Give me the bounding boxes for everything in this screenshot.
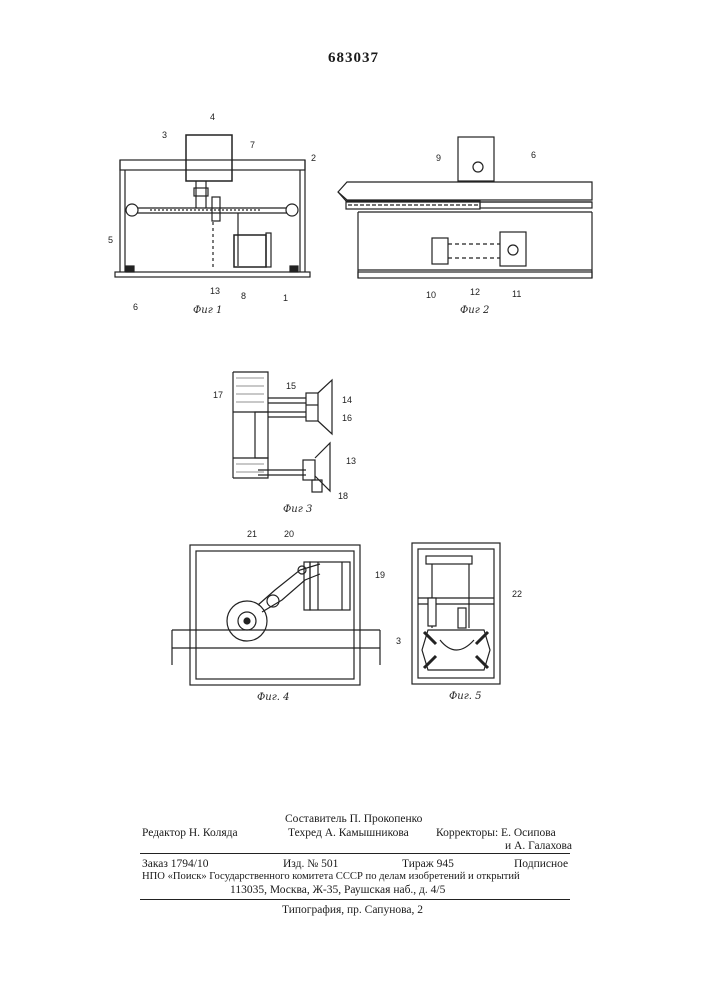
fig1-label-7: 7	[250, 140, 255, 150]
fig1-label-8: 8	[241, 291, 246, 301]
order-number: Заказ 1794/10	[142, 857, 209, 871]
imprint-rule-top	[140, 853, 570, 854]
fig3-label-14: 14	[342, 395, 352, 405]
figure-4: 21 20 19 Фиг. 4	[172, 529, 385, 703]
fig4-caption: Фиг. 4	[257, 692, 290, 703]
figure-5: 22 3 Фиг. 5	[396, 543, 522, 702]
subscription: Подписное	[514, 857, 568, 871]
techred: Техред А. Камышникова	[288, 826, 409, 840]
fig4-label-20: 20	[284, 529, 294, 539]
publisher-address: 113035, Москва, Ж-35, Раушская наб., д. …	[230, 883, 445, 897]
fig3-caption: Фиг 3	[283, 504, 312, 515]
fig1-label-5: 5	[108, 235, 113, 245]
editor: Редактор Н. Коляда	[142, 826, 238, 840]
fig3-label-17: 17	[213, 390, 223, 400]
fig4-label-19: 19	[375, 570, 385, 580]
fig5-label-22: 22	[512, 589, 522, 599]
fig2-label-6: 6	[531, 150, 536, 160]
fig5-caption: Фиг. 5	[449, 691, 482, 702]
print-run: Тираж 945	[402, 857, 454, 871]
fig5-label-3: 3	[396, 636, 401, 646]
correctors-second: и А. Галахова	[505, 839, 572, 853]
izd-number: Изд. № 501	[283, 857, 338, 871]
fig1-label-3: 3	[162, 130, 167, 140]
figure-1: 4 3 7 2 5 6 13 8 1 Фиг 1	[108, 112, 316, 316]
typography: Типография, пр. Сапунова, 2	[282, 903, 423, 917]
fig2-label-11: 11	[512, 289, 521, 299]
compiler: Составитель П. Прокопенко	[285, 812, 422, 826]
fig3-label-16: 16	[342, 413, 352, 423]
fig3-label-18: 18	[338, 491, 348, 501]
fig1-caption: Фиг 1	[193, 305, 222, 316]
fig3-label-15: 15	[286, 381, 296, 391]
fig1-label-1: 1	[283, 293, 288, 303]
fig1-label-4: 4	[210, 112, 215, 122]
correctors: Корректоры: Е. Осипова	[436, 826, 556, 840]
publisher: НПО «Поиск» Государственного комитета СС…	[142, 870, 520, 884]
imprint-rule-bottom	[140, 899, 570, 900]
fig1-label-6: 6	[133, 302, 138, 312]
figure-3: 17 15 14 16 13 18 Фиг 3	[213, 372, 356, 515]
fig2-label-9: 9	[436, 153, 441, 163]
figure-2: 9 6 10 12 11 Фиг 2	[338, 137, 592, 316]
fig2-label-12: 12	[470, 287, 480, 297]
fig4-label-21: 21	[247, 529, 257, 539]
fig3-label-13: 13	[346, 456, 356, 466]
fig2-label-10: 10	[426, 290, 436, 300]
fig1-label-13: 13	[210, 286, 220, 296]
fig2-caption: Фиг 2	[460, 305, 489, 316]
fig1-label-2: 2	[311, 153, 316, 163]
